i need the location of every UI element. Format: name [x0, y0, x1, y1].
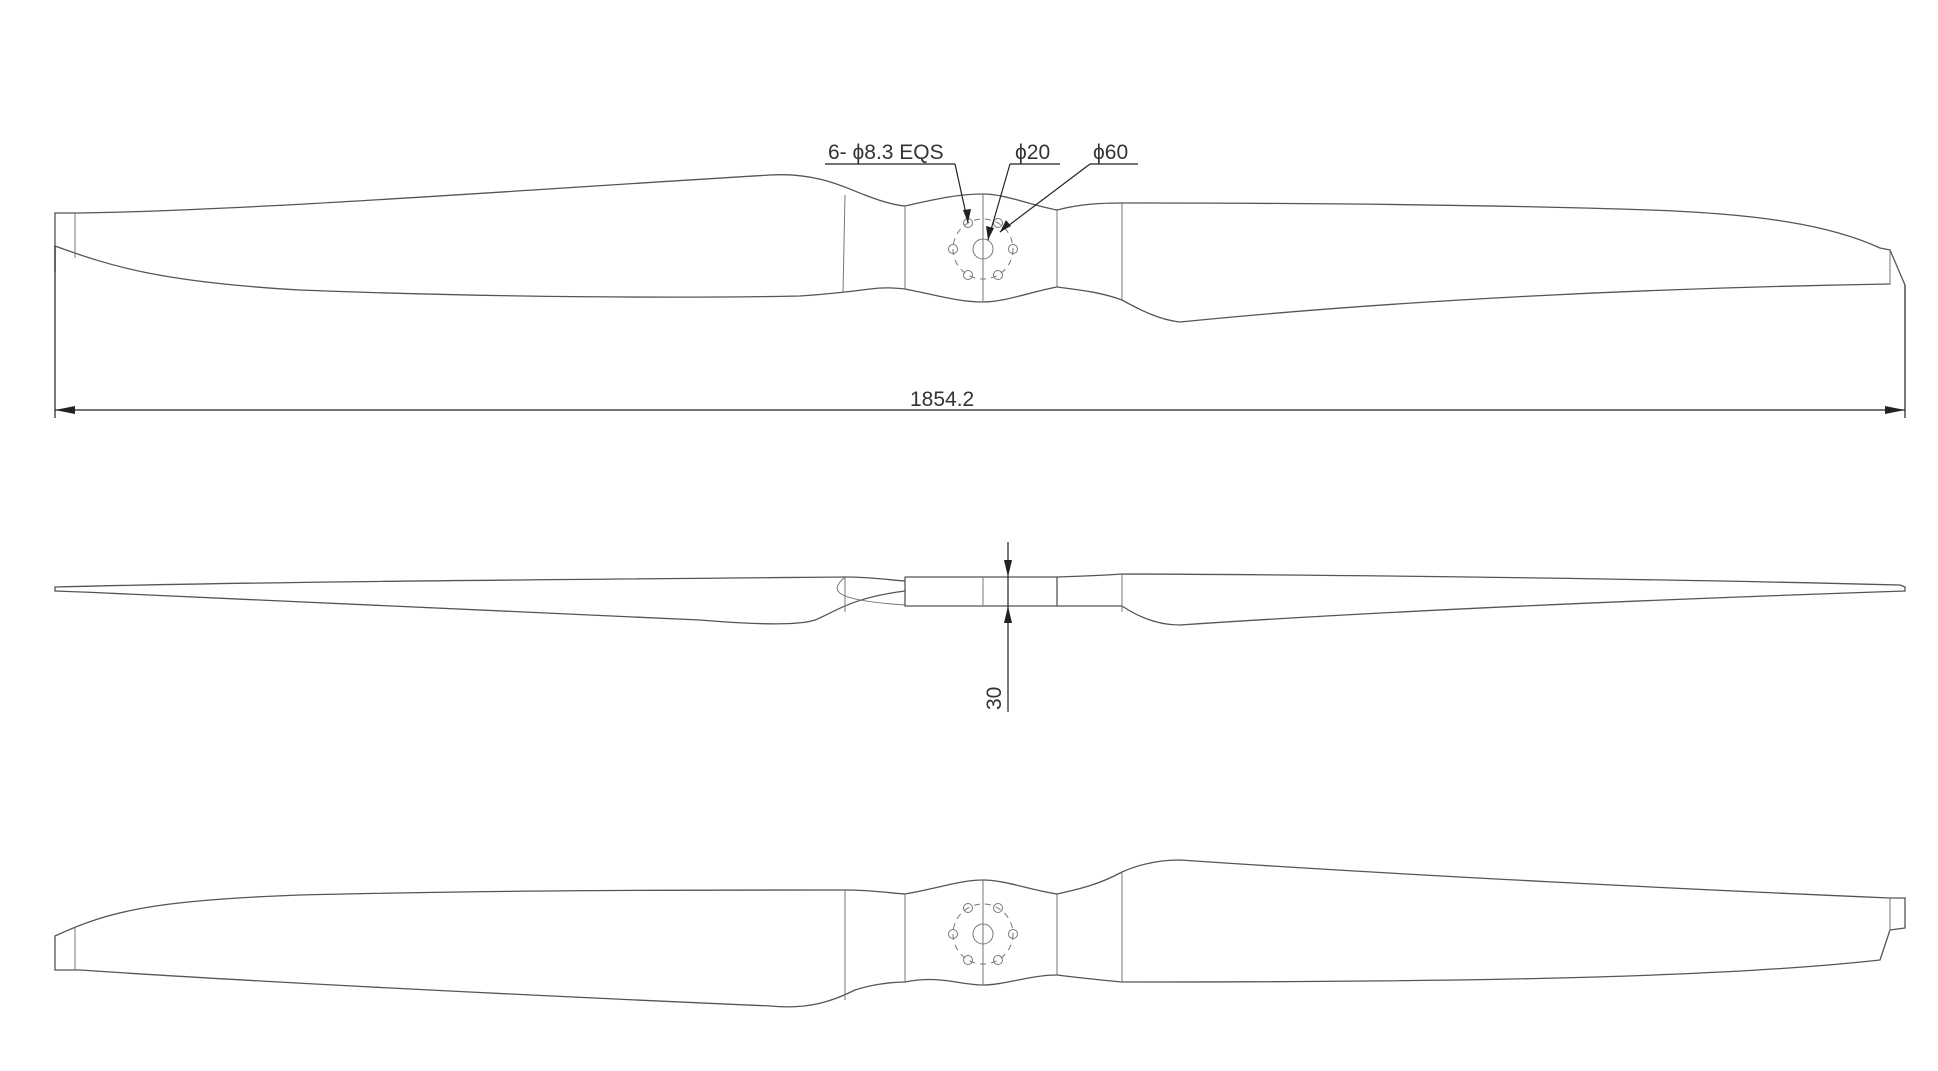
top-bolt-hole: [1008, 244, 1018, 254]
callout-hub-leader: [999, 163, 1091, 233]
top-bolt-holes: [948, 218, 1018, 280]
top-center-bore: [972, 238, 994, 260]
top-bolt-hole: [993, 270, 1003, 280]
top-right-blade-lower-edge: [1056, 283, 1891, 323]
bottom-center-bore: [972, 923, 994, 945]
callout-bolt-holes-arrow: [963, 209, 971, 223]
bottom-bolt-hole: [993, 903, 1003, 913]
dimension-arrow-right: [1885, 406, 1905, 414]
callout-hub-diameter: ϕ60: [1093, 141, 1128, 164]
thickness-arrow-top: [1004, 560, 1012, 577]
top-left-blade-lower-edge: [54, 245, 906, 298]
thickness-arrow-bottom: [1004, 606, 1012, 623]
bottom-right-blade-lower-edge: [1056, 927, 1906, 983]
bottom-bolt-holes: [948, 903, 1018, 965]
top-right-tip: [1889, 249, 1906, 286]
top-view: 6- ϕ8.3 EQS ϕ20 ϕ60: [54, 141, 1906, 323]
bottom-bolt-circle: [952, 903, 1014, 965]
bottom-bolt-hole: [993, 955, 1003, 965]
bottom-bolt-hole: [948, 929, 958, 939]
top-right-blade-upper-edge: [1056, 202, 1891, 251]
bottom-right-blade-upper-edge: [1056, 859, 1906, 899]
callout-center-bore: ϕ20: [1015, 141, 1050, 164]
hub-thickness-label: 30: [983, 687, 1006, 710]
dimension-arrow-left: [55, 406, 75, 414]
callout-hub-arrow: [1000, 220, 1011, 232]
callout-bore-leader: [987, 163, 1011, 241]
bottom-view: [54, 859, 1906, 1008]
top-root-left-line: [842, 194, 846, 294]
bottom-hub-lower: [904, 974, 1058, 986]
top-left-blade-upper-edge: [54, 174, 906, 214]
bottom-bolt-hole: [1008, 929, 1018, 939]
bottom-left-blade-upper-edge: [54, 889, 906, 937]
side-right-blade-upper: [1056, 573, 1906, 588]
top-bolt-circle: [952, 218, 1014, 280]
side-left-blade-upper: [54, 576, 906, 588]
side-left-blade-lower: [54, 590, 906, 625]
bottom-bolt-hole: [963, 903, 973, 913]
bottom-left-blade-lower-edge: [54, 969, 906, 1008]
callout-bolt-holes: 6- ϕ8.3 EQS: [828, 141, 944, 164]
side-view: 30: [54, 542, 1906, 712]
side-hub: [904, 576, 1058, 607]
overall-length-dimension: 1854.2: [54, 246, 1906, 418]
bottom-bolt-hole: [963, 955, 973, 965]
top-hub-lower: [904, 286, 1058, 303]
overall-length-label: 1854.2: [910, 388, 974, 411]
top-bolt-hole: [963, 270, 973, 280]
top-hub-upper: [904, 193, 1058, 211]
side-left-root-inner: [836, 576, 906, 606]
side-right-blade-lower: [1056, 590, 1906, 626]
callout-bore-arrow: [986, 226, 994, 240]
bottom-hub-upper: [904, 879, 1058, 895]
top-bolt-hole: [948, 244, 958, 254]
